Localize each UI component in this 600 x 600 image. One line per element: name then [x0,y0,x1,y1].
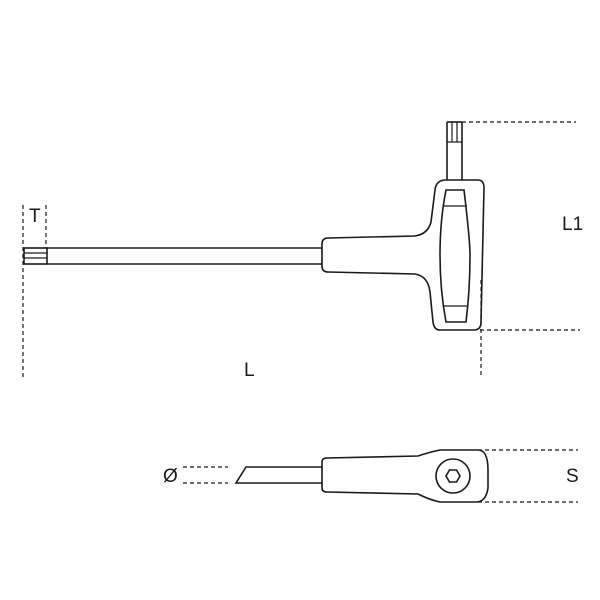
top-view: Ø S [163,449,579,503]
socket-ring [435,458,471,494]
label-T: T [29,206,41,227]
handle-outline [321,179,485,331]
side-view: T L L1 [22,121,583,381]
label-S: S [566,466,579,487]
long-shaft [47,247,322,265]
shaft-top-view [234,466,322,484]
label-diameter: Ø [163,466,178,487]
label-L: L [244,360,255,381]
short-shaft [446,121,463,180]
hex-socket-icon [445,469,461,483]
label-L1: L1 [562,214,583,235]
handle-grip-slot [439,189,471,323]
handle-top-view [321,449,489,503]
torx-tip [23,247,48,265]
